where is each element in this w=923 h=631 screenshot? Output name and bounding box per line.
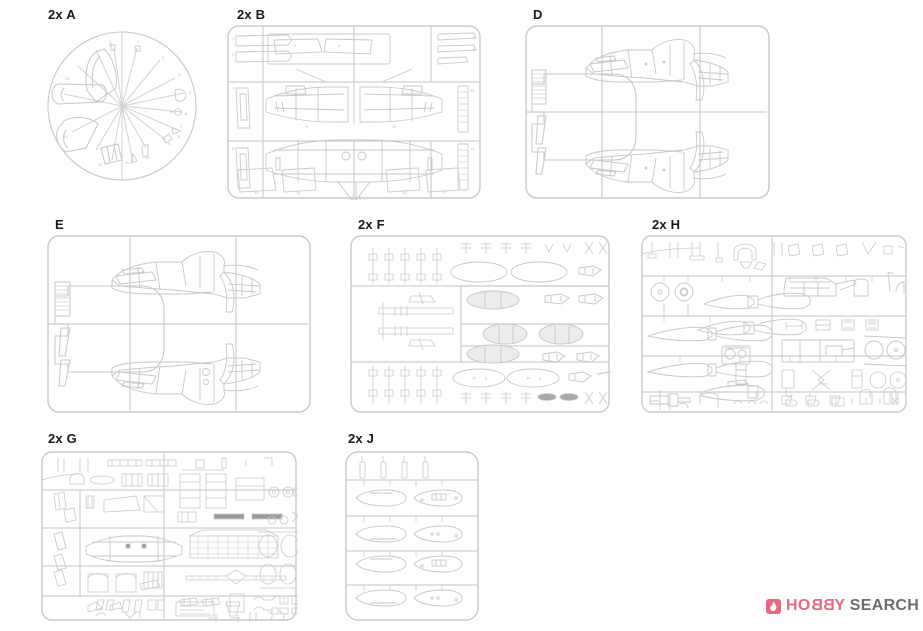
svg-text:1: 1 <box>232 36 235 41</box>
sprue-a-artwork: 1 2 3 4 5 6 7 8 9 10 11 12 13 14 15 <box>38 20 218 195</box>
sprue-g-label: 2x G <box>48 431 77 446</box>
svg-text:16: 16 <box>402 190 407 195</box>
hobby-search-logo: HOBBY SEARCH <box>766 597 920 614</box>
svg-text:1: 1 <box>109 39 112 44</box>
logo-text-search: SEARCH <box>849 597 920 614</box>
svg-text:3: 3 <box>294 43 297 48</box>
svg-text:10: 10 <box>145 155 150 160</box>
svg-text:5: 5 <box>473 35 476 40</box>
svg-text:11: 11 <box>125 160 130 165</box>
svg-text:13: 13 <box>63 134 68 139</box>
sprue-h-label: 2x H <box>652 217 681 232</box>
svg-text:P: P <box>527 376 530 381</box>
sprue-j-label: 2x J <box>348 431 375 446</box>
hobby-search-wordmark: HOBBY SEARCH <box>786 597 920 614</box>
sprue-e-label: E <box>55 217 64 232</box>
svg-text:P: P <box>473 376 476 381</box>
svg-text:8: 8 <box>232 146 235 151</box>
svg-text:14: 14 <box>65 76 70 81</box>
svg-text:9: 9 <box>168 141 171 146</box>
sprue-g-artwork <box>40 450 298 622</box>
sprue-b-label: 2x B <box>237 7 266 22</box>
sprue-e-artwork <box>46 234 312 414</box>
svg-text:8: 8 <box>178 134 181 139</box>
svg-text:3: 3 <box>162 55 165 60</box>
logo-text-hobby: HOBBY <box>786 597 846 614</box>
svg-text:6: 6 <box>473 47 476 52</box>
hobby-search-flame-icon <box>766 598 781 614</box>
sprue-f-label: 2x F <box>358 217 385 232</box>
sprue-d-artwork <box>524 24 771 200</box>
svg-text:2: 2 <box>137 39 140 44</box>
sprue-j-artwork <box>344 450 480 622</box>
svg-text:12: 12 <box>98 162 103 167</box>
svg-text:2: 2 <box>232 52 235 57</box>
svg-text:L: L <box>485 376 488 381</box>
svg-text:4: 4 <box>178 72 181 77</box>
svg-text:L: L <box>539 376 542 381</box>
svg-text:6: 6 <box>185 111 188 116</box>
svg-text:4: 4 <box>338 43 341 48</box>
sprue-h-artwork <box>640 234 908 414</box>
svg-text:5: 5 <box>189 90 192 95</box>
svg-text:14: 14 <box>296 190 301 195</box>
svg-text:12: 12 <box>470 146 475 151</box>
sprue-d-label: D <box>533 7 543 22</box>
svg-text:7: 7 <box>180 124 183 129</box>
svg-text:17: 17 <box>442 190 447 195</box>
svg-text:15: 15 <box>108 42 113 47</box>
svg-text:13: 13 <box>254 190 259 195</box>
sprue-a-label: 2x A <box>48 7 76 22</box>
svg-text:9: 9 <box>306 124 309 129</box>
svg-text:7: 7 <box>232 86 235 91</box>
svg-text:11: 11 <box>470 88 475 93</box>
svg-text:10: 10 <box>392 124 397 129</box>
